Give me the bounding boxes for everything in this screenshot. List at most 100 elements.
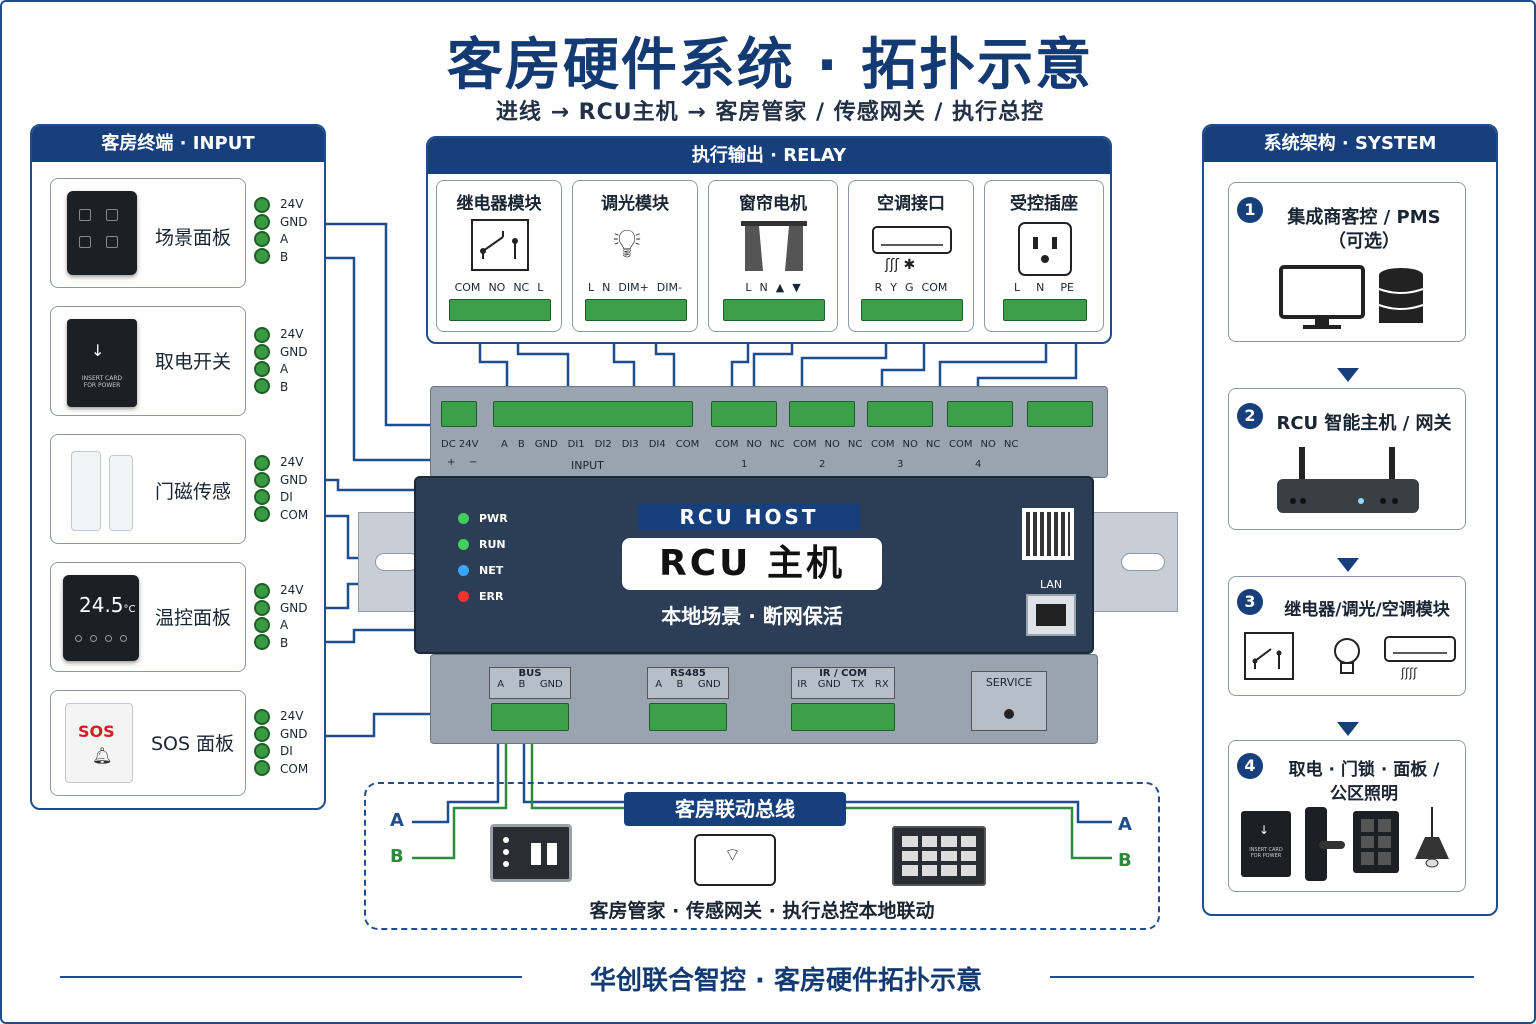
system-step-4[interactable]: 4 取电 · 门锁 · 面板 / 公区照明 ↓ INSERT CARD FOR … bbox=[1228, 740, 1466, 892]
wire-relay-1 bbox=[478, 332, 509, 386]
power-pin: − bbox=[469, 457, 478, 468]
page-title: 客房硬件系统 · 拓扑示意 bbox=[446, 33, 1094, 98]
relay-terminal-3 bbox=[867, 401, 933, 427]
step-badge: 4 bbox=[1237, 753, 1263, 779]
input-panel-header: 客房终端 · INPUT bbox=[32, 126, 324, 162]
card-switch-icon: ↓ INSERT CARD FOR POWER bbox=[1241, 811, 1291, 877]
terminal-screw bbox=[254, 231, 270, 247]
router-icon bbox=[1277, 447, 1419, 513]
relay-icon bbox=[471, 219, 529, 271]
host-tagline: 本地场景 · 断网保活 bbox=[661, 604, 843, 628]
sos-panel-image: SOS 🔔︎ bbox=[65, 703, 133, 783]
wire-curtain-1 bbox=[730, 332, 750, 386]
relay-group-num: 1 bbox=[741, 459, 748, 470]
ac-icon: ʃʃʃ ✱ bbox=[872, 226, 952, 273]
page-subtitle: 进线 → RCU主机 → 客房管家 / 传感网关 / 执行总控 bbox=[495, 100, 1045, 125]
step-text: 取电 · 门锁 · 面板 / bbox=[1288, 760, 1440, 780]
device-card-thermostat[interactable]: 24.5°C 温控面板 bbox=[50, 562, 246, 672]
ir-com-terminal bbox=[791, 703, 895, 731]
bell-icon: 🔔︎ bbox=[92, 746, 113, 765]
bus-wire-b-right bbox=[530, 744, 1112, 860]
relay-terminal-5 bbox=[1027, 401, 1093, 427]
curtain-icon bbox=[741, 221, 807, 271]
bus-a-label-left: A bbox=[390, 810, 404, 831]
terminal-block bbox=[254, 454, 274, 526]
relay-group-num: 2 bbox=[819, 459, 826, 470]
terminal-screw bbox=[254, 197, 270, 213]
service-button[interactable]: SERVICE bbox=[971, 671, 1047, 731]
module-label: 调光模块 bbox=[601, 194, 669, 214]
relay-terminal-2 bbox=[789, 401, 855, 427]
host-name: RCU 主机 bbox=[622, 538, 882, 590]
master-control-icon bbox=[892, 826, 986, 886]
input-label: INPUT bbox=[571, 459, 604, 472]
bus-b-label-left: B bbox=[390, 846, 404, 867]
wire-ac-1 bbox=[800, 332, 888, 386]
qr-code-icon bbox=[1022, 508, 1074, 560]
terminal-block bbox=[254, 326, 274, 398]
butler-panel-icon bbox=[490, 824, 572, 882]
wire-socket-2 bbox=[976, 332, 1078, 386]
device-card-sos[interactable]: SOS 🔔︎ SOS 面板 bbox=[50, 690, 246, 796]
module-label: 空调接口 bbox=[877, 194, 945, 214]
device-card-power[interactable]: ↓ INSERT CARD FOR POWER 取电开关 bbox=[50, 306, 246, 416]
led-pwr: PWR bbox=[458, 512, 508, 525]
step-text: 公区照明 bbox=[1330, 784, 1398, 804]
input-terminal bbox=[493, 401, 693, 427]
module-terminal bbox=[449, 299, 551, 321]
door-sensor-body bbox=[71, 451, 101, 531]
led-err: ERR bbox=[458, 590, 508, 603]
module-terminal bbox=[861, 299, 963, 321]
scene-button-icon bbox=[106, 236, 118, 248]
bus-title: 客房联动总线 bbox=[624, 792, 846, 826]
wire-sos-gnd bbox=[278, 712, 430, 738]
power-pin: + bbox=[447, 457, 456, 468]
device-label: SOS 面板 bbox=[151, 733, 235, 755]
system-step-1[interactable]: 1 集成商客控 / PMS （可选） bbox=[1228, 182, 1466, 342]
step-badge: 3 bbox=[1237, 589, 1263, 615]
device-card-scene[interactable]: 场景面板 bbox=[50, 178, 246, 288]
bus-b-label-right: B bbox=[1118, 850, 1132, 871]
device-label: 门磁传感 bbox=[155, 481, 232, 503]
terminal-screw bbox=[254, 214, 270, 230]
power-label: DC 24V bbox=[441, 439, 479, 450]
terminal-block bbox=[254, 582, 274, 654]
bus-terminal bbox=[491, 703, 569, 731]
pendant-lamp-icon bbox=[1415, 807, 1449, 868]
device-card-door[interactable]: 门磁传感 bbox=[50, 434, 246, 544]
device-label: 场景面板 bbox=[155, 227, 232, 249]
module-label: 受控插座 bbox=[1010, 194, 1078, 214]
flow-arrow-icon bbox=[1337, 368, 1359, 382]
module-terminal bbox=[1003, 299, 1087, 321]
bus-caption: 客房管家 · 传感网关 · 执行总控本地联动 bbox=[589, 900, 935, 922]
computer-database-icon bbox=[1279, 265, 1424, 329]
lan-port[interactable] bbox=[1026, 594, 1076, 636]
card-text: INSERT CARD FOR POWER bbox=[81, 375, 123, 389]
step-text: 集成商客控 / PMS bbox=[1287, 207, 1441, 228]
modules-icon: ʃʃʃʃ bbox=[1244, 632, 1456, 680]
footer-rule-left bbox=[60, 976, 522, 978]
system-step-2[interactable]: 2 RCU 智能主机 / 网关 bbox=[1228, 388, 1466, 530]
host-banner: RCU HOST bbox=[638, 504, 860, 530]
scene-panel-image bbox=[67, 191, 137, 275]
status-leds: PWR RUN NET ERR bbox=[458, 512, 508, 603]
bus-wire-b bbox=[412, 744, 508, 860]
system-step-3[interactable]: 3 继电器/调光/空调模块 ʃʃʃʃ bbox=[1228, 576, 1466, 696]
